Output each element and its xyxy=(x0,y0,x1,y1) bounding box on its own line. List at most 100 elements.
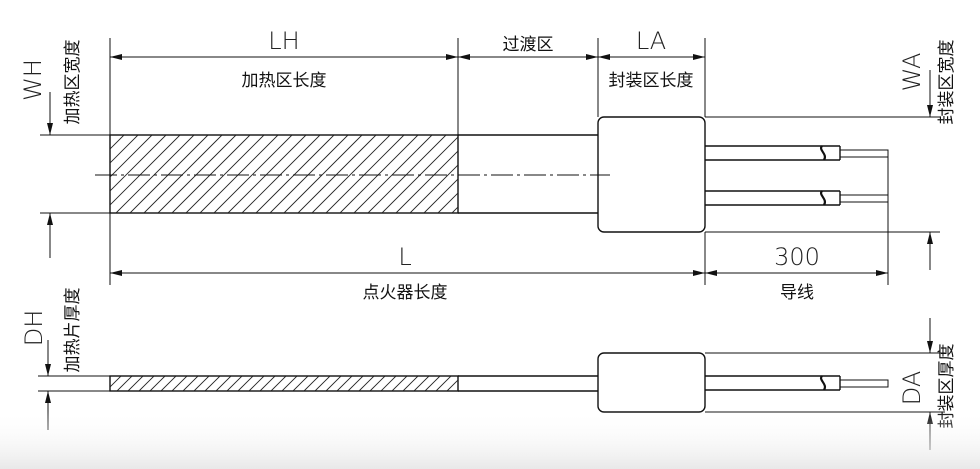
hatch-line xyxy=(110,135,167,192)
hatch-line xyxy=(110,135,111,136)
label-wa: WA xyxy=(898,53,926,92)
hatch-line xyxy=(171,135,251,213)
label-lh: LH xyxy=(268,27,299,55)
hatch-line xyxy=(171,376,188,391)
hatch-line xyxy=(314,376,331,391)
label-da-desc: 封装区厚度 xyxy=(937,344,957,429)
label-wa-desc: 封装区宽度 xyxy=(937,40,957,125)
hatch-line xyxy=(127,376,144,391)
hatch-line xyxy=(283,135,363,213)
label-l-desc: 点火器长度 xyxy=(363,283,448,303)
hatch-line xyxy=(185,135,265,213)
label-transition: 过渡区 xyxy=(503,35,554,55)
hatch-line xyxy=(213,135,293,213)
label-la: LA xyxy=(636,27,666,55)
hatch-line xyxy=(395,150,458,213)
label-lh-desc: 加热区长度 xyxy=(242,71,327,91)
label-l: L xyxy=(398,243,411,271)
hatch-line xyxy=(311,135,391,213)
hatch-line xyxy=(110,376,111,377)
package-block-side xyxy=(597,352,706,413)
hatch-line xyxy=(143,135,223,213)
hatch-line xyxy=(281,376,298,391)
hatch-line xyxy=(237,376,254,391)
hatch-line xyxy=(423,178,458,213)
hatch-line xyxy=(325,376,342,391)
hatch-line xyxy=(409,164,458,213)
hatch-line xyxy=(116,376,133,391)
extension-lines-top xyxy=(40,38,940,285)
hatch-line xyxy=(129,135,209,213)
dimension-labels: LH 加热区长度 过渡区 LA 封装区长度 L 点火器长度 300 导线 WH … xyxy=(19,27,957,429)
hatch-line xyxy=(369,376,386,391)
hatch-line xyxy=(215,376,232,391)
hatch-line xyxy=(110,135,181,206)
heating-zone-hatch-top xyxy=(110,135,600,213)
label-da: DA xyxy=(898,371,926,405)
transition-zone-top xyxy=(458,134,598,214)
hatch-line xyxy=(182,376,199,391)
hatch-line xyxy=(381,136,458,213)
label-wh: WH xyxy=(19,59,47,101)
hatch-line xyxy=(336,376,353,391)
hatch-line xyxy=(451,206,458,213)
side-view xyxy=(38,318,945,450)
hatch-line xyxy=(457,390,458,391)
hatch-line xyxy=(358,376,375,391)
hatch-line xyxy=(339,135,419,213)
hatch-line xyxy=(494,135,572,213)
hatch-line xyxy=(204,376,221,391)
hatch-line xyxy=(138,376,155,391)
hatch-line xyxy=(292,376,309,391)
hatch-line xyxy=(413,376,430,391)
hatch-line xyxy=(241,135,321,213)
extension-lines-side xyxy=(38,352,945,413)
package-block-top xyxy=(597,116,706,233)
hatch-line xyxy=(193,376,210,391)
hatch-line xyxy=(347,376,364,391)
hatch-line xyxy=(248,376,265,391)
hatch-line xyxy=(325,135,405,213)
lead-wire-side xyxy=(705,375,889,391)
hatch-line xyxy=(469,376,484,391)
hatch-line xyxy=(466,135,544,213)
hatch-line xyxy=(259,376,276,391)
hatch-line xyxy=(480,135,558,213)
label-dh-desc: 加热片厚度 xyxy=(63,288,83,373)
hatch-line xyxy=(269,135,349,213)
hatch-line xyxy=(110,376,122,388)
hatch-line xyxy=(402,376,419,391)
hatch-line xyxy=(255,135,335,213)
label-lead-desc: 导线 xyxy=(780,283,814,303)
hatch-line xyxy=(353,135,433,213)
hatch-line xyxy=(160,376,177,391)
heating-zone-hatch-side xyxy=(110,376,484,391)
label-dh: DH xyxy=(20,310,48,347)
hatch-line xyxy=(391,376,408,391)
hatch-line xyxy=(508,135,586,213)
heating-zone-side xyxy=(109,375,459,392)
hatch-line xyxy=(157,135,237,213)
hatch-line xyxy=(522,135,600,213)
hatch-line xyxy=(110,135,153,178)
top-view xyxy=(40,38,940,285)
hatch-line xyxy=(199,135,279,213)
transition-zone-side xyxy=(458,375,598,392)
hatch-line xyxy=(367,135,447,213)
hatch-line xyxy=(446,379,458,391)
hatch-line xyxy=(110,135,125,150)
label-lead-length: 300 xyxy=(774,243,820,271)
hatch-line xyxy=(437,192,458,213)
hatch-line xyxy=(435,376,452,391)
hatch-line xyxy=(380,376,397,391)
hatch-line xyxy=(226,376,243,391)
hatch-line xyxy=(149,376,166,391)
label-wh-desc: 加热区宽度 xyxy=(63,40,83,125)
hatch-line xyxy=(270,376,287,391)
label-la-desc: 封装区长度 xyxy=(609,71,694,91)
bottom-fade xyxy=(0,410,980,469)
hatch-line xyxy=(424,376,441,391)
hatch-line xyxy=(110,135,139,164)
hatch-line xyxy=(115,135,195,213)
